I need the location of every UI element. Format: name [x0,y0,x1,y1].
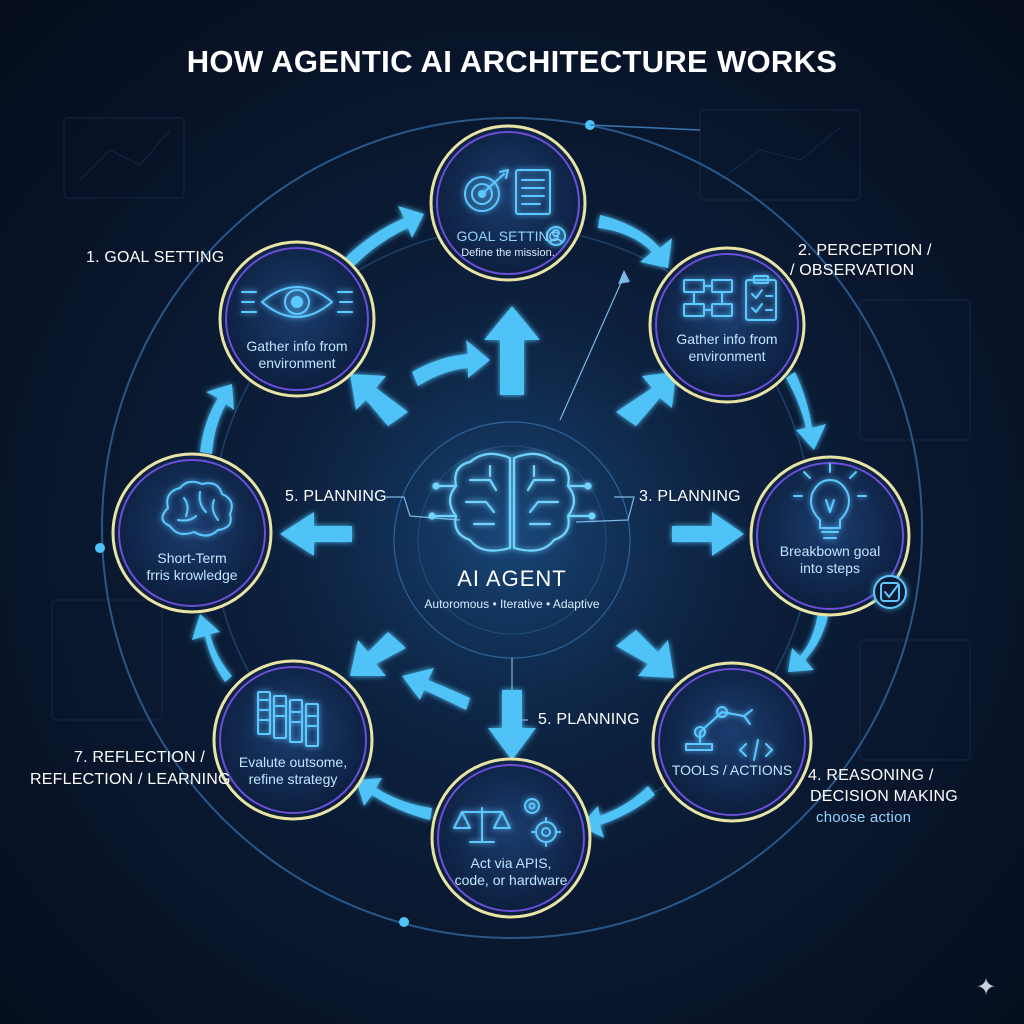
agent-title: AI AGENT [457,566,567,591]
node-planning-line-2: into steps [800,560,860,576]
node-memory-text: Short-Term frris krowledge [122,550,262,584]
arrow-inner-curve-left [412,340,490,386]
arrow-perception-to-planning [786,372,826,450]
node-action-line-1: Act via APIS, [470,855,552,871]
node-perception-circle [648,246,806,404]
node-perception-text: Gather info from environment [657,331,797,365]
node-goal-line-1: GOAL SETTING [456,228,560,244]
node-tools-circle [651,661,813,823]
node-observe-text: Gather info from environment [227,338,367,372]
scales-gear-icon [453,798,561,847]
label-planning-right: 3. PLANNING [639,488,741,505]
label-goal-setting: 1. GOAL SETTING [86,249,225,266]
node-action-circle [430,757,592,919]
label-perception-1: 2. PERCEPTION / [798,242,932,259]
node-action-text: Act via APIS, code, or hardware [441,855,581,889]
page-title: HOW AGENTIC AI ARCHITECTURE WORKS [186,44,838,79]
label-reflection-2: REFLECTION / LEARNING [30,771,231,788]
arrow-reflection-to-memory [192,614,232,682]
arrow-inner-ne [616,372,676,426]
node-observe-line-2: environment [258,355,336,371]
label-planning-left: 5. PLANNING [285,488,387,505]
node-observe-line-1: Gather info from [246,338,348,354]
brain-circuit-icon [428,452,596,552]
node-observe-circle [218,240,376,398]
arrow-action-to-reflection [356,778,432,820]
label-reflection-1: 7. REFLECTION / [74,749,206,766]
node-goal-circle [429,124,587,282]
eye-icon [241,286,353,318]
lightbulb-icon [793,463,867,539]
node-goal-line-2: Define the mission. [461,247,555,259]
agent-subtitle: Autoromous • Iterative • Adaptive [424,597,600,611]
node-memory-line-2: frris krowledge [146,567,238,583]
sparkle-icon: ✦ [976,974,997,1001]
node-planning-line-1: Breakbown goal [779,543,881,559]
arrow-inner-down [488,690,536,760]
arrow-observe-to-goal [345,206,424,266]
node-reflection-circle [212,659,374,821]
checkbox-badge-icon [873,575,907,609]
arrow-inner-nw [350,374,408,426]
label-reasoning-2: DECISION MAKING [810,788,958,805]
arrow-planning-to-tools [788,612,828,672]
flowchart-clipboard-icon [683,275,777,321]
node-reflection-text: Evalute outsome, refine strategy [223,754,363,788]
label-reasoning-3: choose action [816,809,912,826]
arrow-tools-to-action [580,786,655,838]
node-reflection-line-1: Evalute outsome, [238,754,348,770]
node-tools-line-1: TOOLS / ACTIONS [671,762,793,778]
server-racks-icon [257,691,319,747]
node-action-line-2: code, or hardware [454,872,568,888]
node-memory-line-1: Short-Term [157,550,227,566]
arrow-inner-curve-bottom [402,668,470,710]
brain-icon [161,480,233,537]
node-planning-text: Breakbown goal into steps [760,543,900,577]
arrow-inner-e [672,512,744,556]
arrow-inner-w [280,512,352,556]
target-checklist-icon [464,169,566,246]
label-planning-bottom: 5. PLANNING [538,711,640,728]
arrow-inner-sw [350,632,406,676]
label-reasoning-1: 4. REASONING / [808,767,934,784]
arrow-inner-se [616,630,674,678]
node-tools-text: TOOLS / ACTIONS [662,762,802,779]
node-goal-text: GOAL SETTING Define the mission. [438,228,578,262]
node-perception-line-2: environment [688,348,766,364]
arrow-memory-to-observe [200,384,234,454]
robot-arm-code-icon [685,706,773,761]
node-perception-line-1: Gather info from [676,331,778,347]
node-reflection-line-2: refine strategy [248,771,338,787]
arrow-goal-to-perception [598,215,672,268]
label-perception-2: / OBSERVATION [790,262,915,279]
arrow-center-up [484,306,540,395]
